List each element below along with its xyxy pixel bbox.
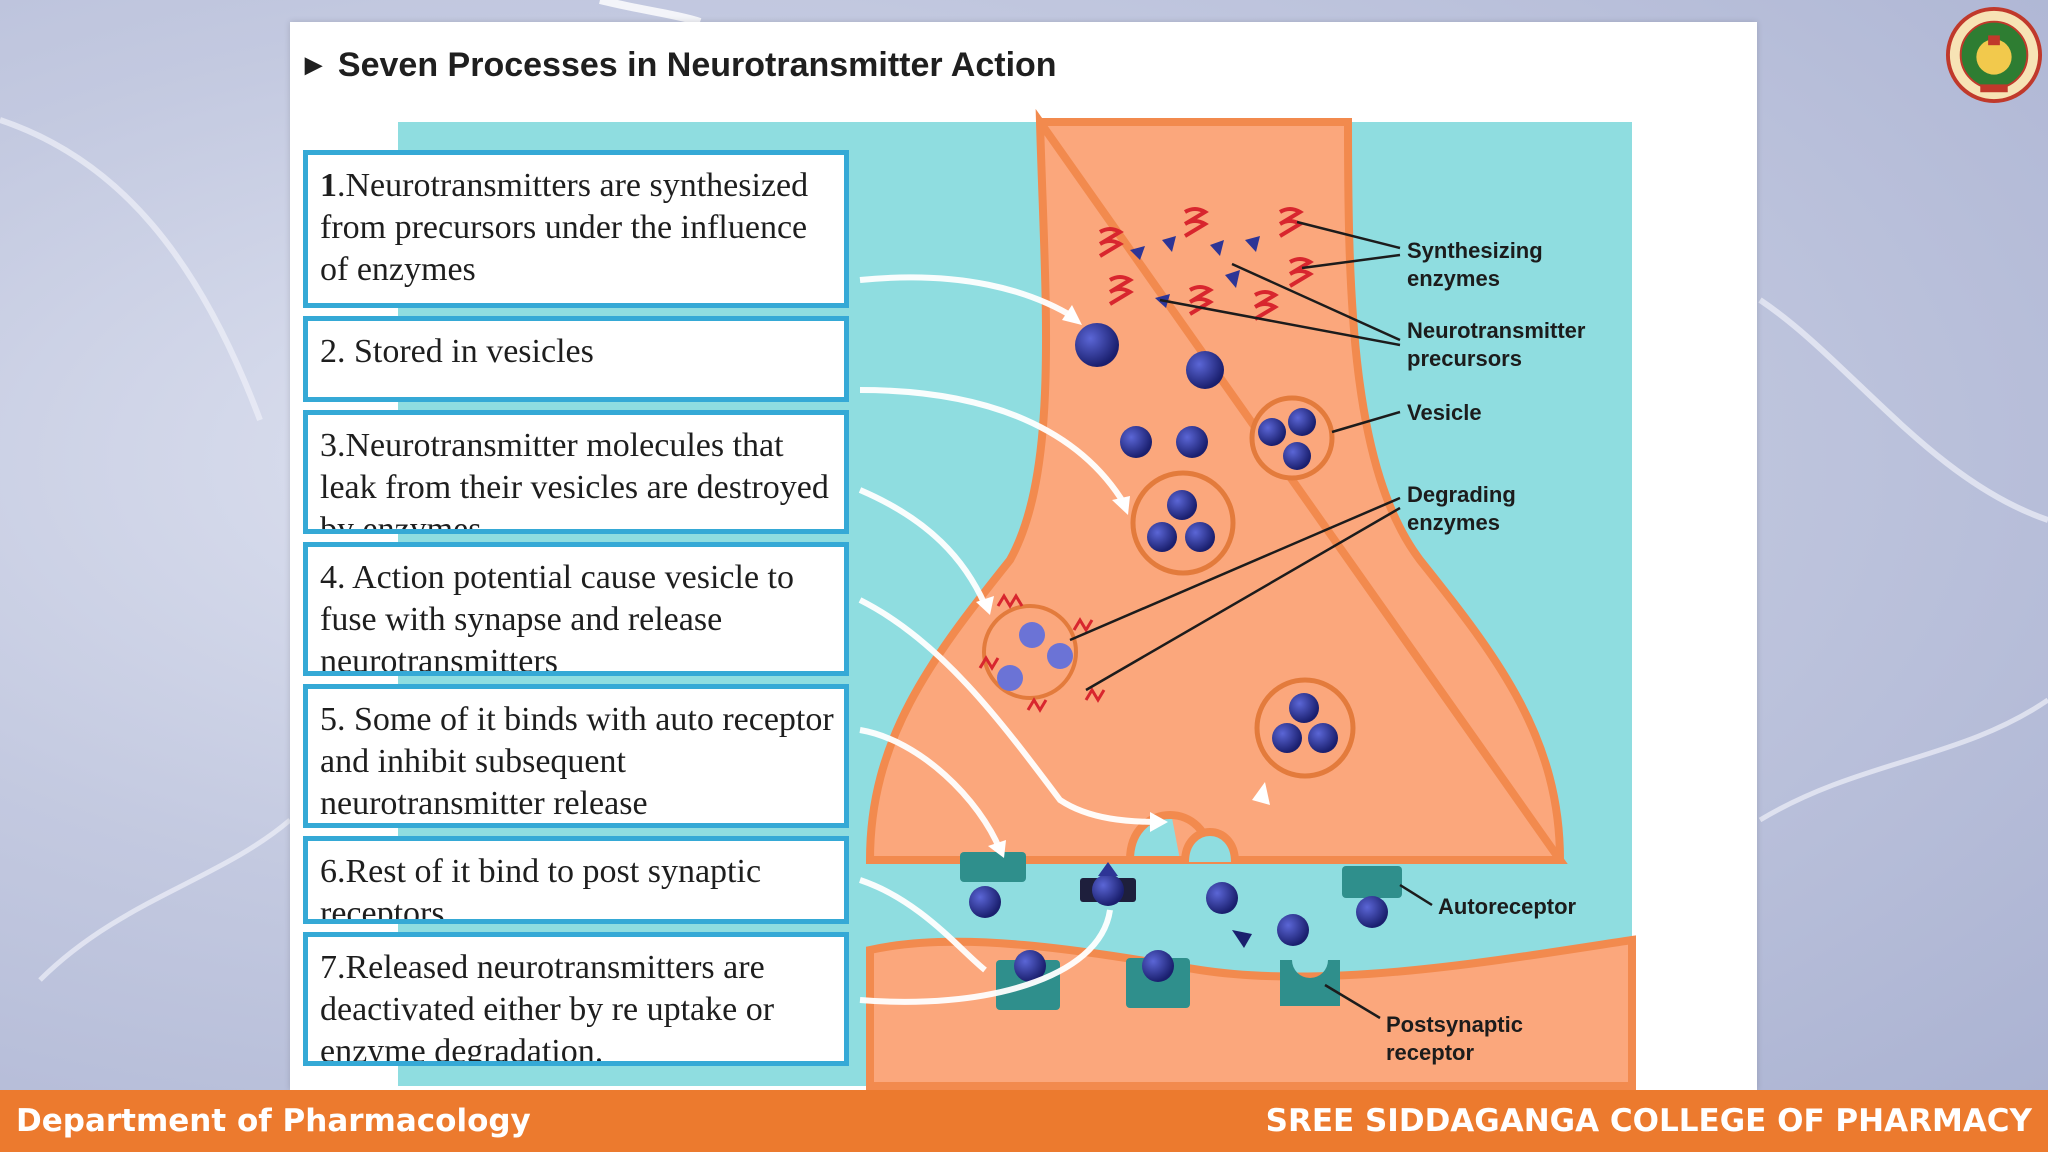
step-number: 6 (320, 853, 337, 890)
step-box-7: 7.Released neurotransmitters are deactiv… (303, 932, 849, 1066)
step-text: .Rest of it bind to post synaptic recept… (320, 853, 762, 924)
svg-text:enzymes: enzymes (1407, 510, 1500, 535)
footer-department: Department of Pharmacology (16, 1103, 531, 1139)
step-number: 5 (320, 701, 337, 738)
reuptake-arrow-icon (1232, 930, 1252, 948)
college-logo (1945, 6, 2043, 104)
step-number: 4 (320, 559, 337, 596)
step-text: . Stored in vesicles (337, 333, 594, 370)
slide-title: Seven Processes in Neurotransmitter Acti… (337, 45, 1057, 84)
step-number: 2 (320, 333, 337, 370)
autoreceptor-right (1342, 866, 1402, 928)
step-text: . Some of it binds with auto receptor an… (320, 701, 834, 822)
svg-text:Neurotransmitter: Neurotransmitter (1407, 318, 1586, 343)
free-molecules (1120, 426, 1208, 458)
svg-text:Synthesizing: Synthesizing (1407, 238, 1543, 263)
footer-bar: Department of Pharmacology SREE SIDDAGAN… (0, 1090, 2048, 1152)
step-box-4: 4. Action potential cause vesicle to fus… (303, 542, 849, 676)
step-number: 3 (320, 427, 337, 464)
vesicle-middle (1130, 470, 1236, 576)
label-degrading: Degrading enzymes (1407, 482, 1516, 535)
vesicle-top-right (1249, 395, 1335, 481)
step-box-1: 1.Neurotransmitters are synthesized from… (303, 150, 849, 308)
postsynaptic-neuron (866, 935, 1636, 1090)
footer-college: SREE SIDDAGANGA COLLEGE OF PHARMACY (1265, 1103, 2032, 1139)
leader-lines (1069, 220, 1433, 1020)
label-autoreceptor: Autoreceptor (1438, 894, 1577, 919)
autoreceptor-blocked (1080, 862, 1136, 906)
step-text: .Released neurotransmitters are deactiva… (320, 949, 775, 1066)
synthesis-cluster (1075, 323, 1224, 389)
release-pore (1181, 828, 1239, 863)
svg-text:enzymes: enzymes (1407, 266, 1500, 291)
synthesizing-enzymes (1098, 207, 1314, 321)
step-box-5: 5. Some of it binds with auto receptor a… (303, 684, 849, 828)
step-text: .Neurotransmitters are synthesized from … (320, 167, 809, 288)
title-arrow-icon: ▶ (305, 52, 322, 77)
label-postsynaptic: Postsynaptic receptor (1386, 1012, 1523, 1065)
cleft-molecules (1206, 882, 1309, 946)
arrow-heads (976, 305, 1270, 858)
vesicle-lower (1254, 677, 1356, 779)
vesicle-leaking (982, 604, 1078, 700)
step-text: .Neurotransmitter molecules that leak fr… (320, 427, 829, 534)
step-box-6: 6.Rest of it bind to post synaptic recep… (303, 836, 849, 924)
svg-text:Postsynaptic: Postsynaptic (1386, 1012, 1523, 1037)
svg-text:receptor: receptor (1386, 1040, 1474, 1065)
label-synthesizing: Synthesizing enzymes (1407, 238, 1543, 291)
svg-text:Degrading: Degrading (1407, 482, 1516, 507)
label-vesicle: Vesicle (1407, 400, 1482, 425)
step-box-3: 3.Neurotransmitter molecules that leak f… (303, 410, 849, 534)
step-box-2: 2. Stored in vesicles (303, 316, 849, 402)
svg-text:precursors: precursors (1407, 346, 1522, 371)
degrading-enzymes (978, 593, 1106, 713)
step-number: 1 (320, 167, 337, 204)
process-arrows (858, 274, 1161, 1005)
autoreceptor-left (960, 852, 1026, 918)
slide-title-row: ▶ Seven Processes in Neurotransmitter Ac… (305, 40, 1057, 90)
step-text: . Action potential cause vesicle to fuse… (320, 559, 794, 676)
label-precursors: Neurotransmitter precursors (1407, 318, 1586, 371)
step-number: 7 (320, 949, 337, 986)
